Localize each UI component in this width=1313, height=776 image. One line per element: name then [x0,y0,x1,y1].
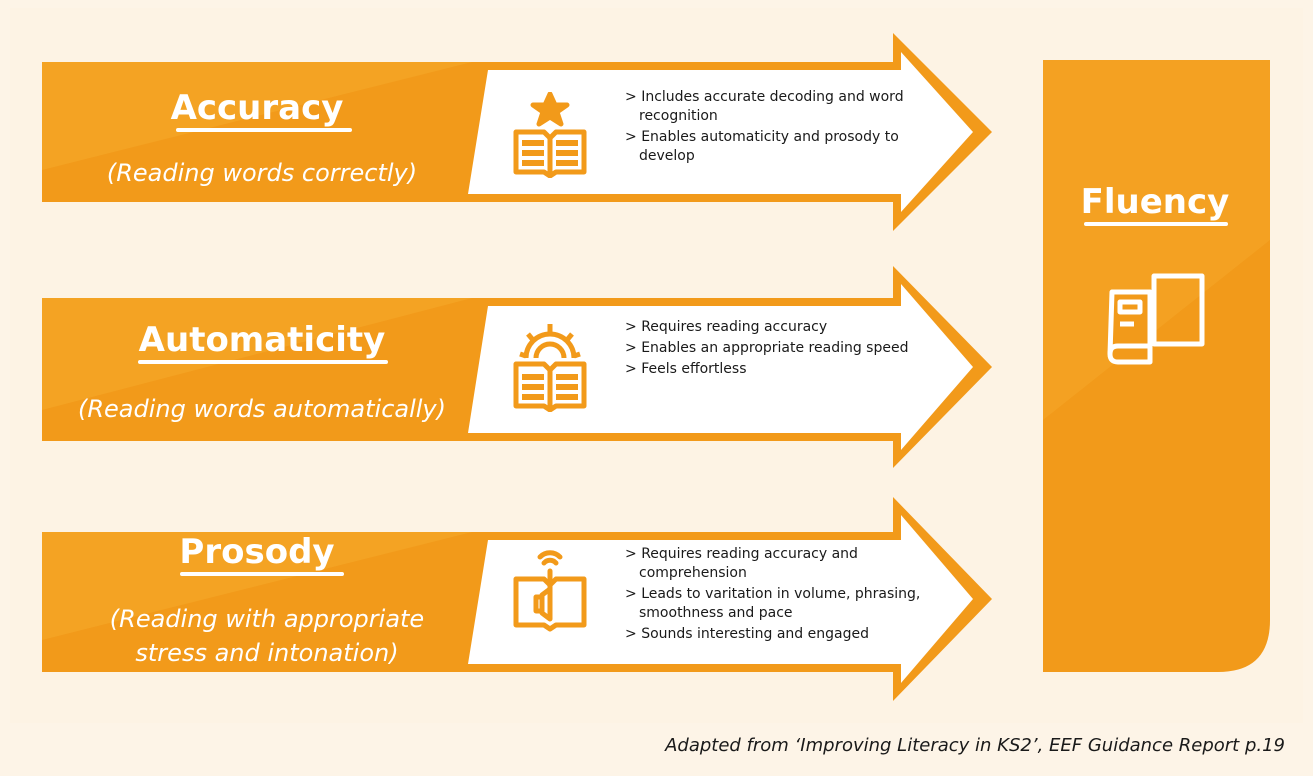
bullet-item: Requires reading accuracy [625,318,915,337]
prosody-bullets: Requires reading accuracy and comprehens… [625,545,925,646]
bullet-item: Enables an appropriate reading speed [625,339,915,358]
automaticity-title: Automaticity [138,320,386,360]
bullet-item: Leads to varitation in volume, phrasing,… [625,585,925,623]
source-caption: Adapted from ‘Improving Literacy in KS2’… [665,735,1285,756]
bullet-item: Feels effortless [625,360,915,379]
automaticity-bullets: Requires reading accuracy Enables an app… [625,318,915,381]
bullet-item: Enables automaticity and prosody to deve… [625,128,925,166]
accuracy-subtitle: (Reading words correctly) [106,159,418,187]
books-icon [1107,273,1205,365]
accuracy-title: Accuracy [170,88,344,128]
fluency-title: Fluency [1080,182,1230,222]
bullet-item: Includes accurate decoding and word reco… [625,88,925,126]
accuracy-bullets: Includes accurate decoding and word reco… [625,88,925,168]
accuracy-underline [176,128,352,132]
book-gear-icon [513,324,587,412]
automaticity-underline [138,360,388,364]
bullet-item: Requires reading accuracy and comprehens… [625,545,925,583]
book-star-icon [513,92,587,178]
prosody-subtitle: (Reading with appropriate stress and int… [109,605,425,667]
automaticity-subtitle: (Reading words automatically) [77,395,446,423]
prosody-title: Prosody [179,532,335,572]
fluency-underline [1084,222,1228,226]
book-speaker-icon [513,550,587,632]
bullet-item: Sounds interesting and engaged [625,625,925,644]
prosody-underline [180,572,344,576]
